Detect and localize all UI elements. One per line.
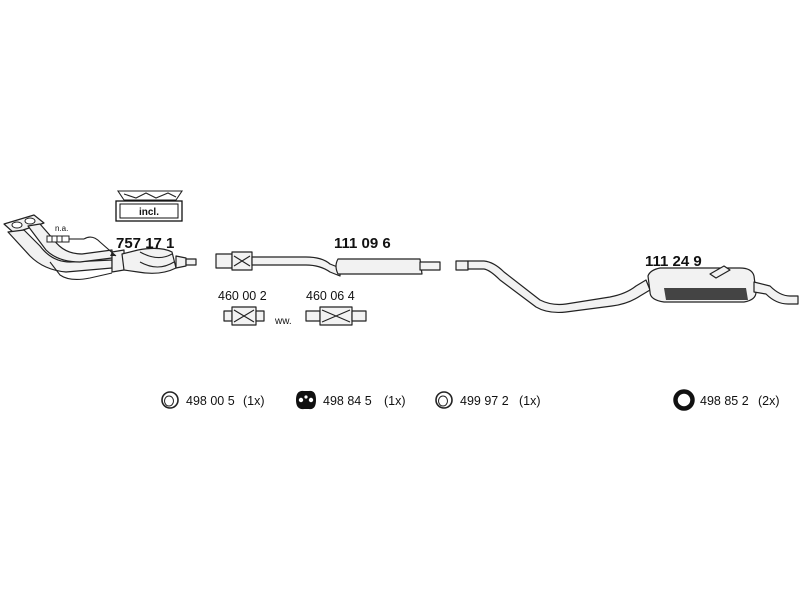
accessory-2: 498 84 5 (1x) <box>296 390 406 410</box>
manifold-pipe-2 <box>27 223 113 263</box>
alternative-label: ww. <box>274 316 292 327</box>
accessory-number: 498 00 5 <box>186 394 235 408</box>
part-number-757171: 757 17 1 <box>116 235 174 252</box>
accessory-3: 499 97 2 (1x) <box>435 391 541 409</box>
part-number-460002: 460 00 2 <box>218 289 267 303</box>
accessory-qty: (1x) <box>384 394 406 408</box>
middle-silencer <box>335 258 423 275</box>
rear-silencer-group: 111 24 9 <box>455 253 799 314</box>
kit-label: incl. <box>139 207 159 218</box>
rubber-ring-bold-icon <box>673 389 695 411</box>
flex-pipe-b-group: 460 06 4 <box>305 289 367 326</box>
lambda-sensor-icon <box>46 235 117 257</box>
accessory-qty: (2x) <box>758 394 780 408</box>
kit-box-icon: incl. <box>115 190 184 222</box>
accessory-4: 498 85 2 (2x) <box>673 389 780 411</box>
accessory-number: 498 84 5 <box>323 394 372 408</box>
front-pipe-group: 111 09 6 <box>215 235 441 277</box>
accessory-qty: (1x) <box>243 394 265 408</box>
rubber-ring-icon <box>161 391 179 409</box>
catalyst-body <box>121 247 177 274</box>
part-number-460064: 460 06 4 <box>306 289 355 303</box>
part-number-111249: 111 24 9 <box>645 253 702 270</box>
front-pipe <box>251 256 341 277</box>
flex-pipe-a-group: 460 00 2 <box>218 289 267 326</box>
flange-gasket-icon <box>296 390 316 410</box>
rear-silencer-hanger <box>709 265 731 279</box>
accessory-number: 499 97 2 <box>460 394 509 408</box>
rubber-ring-icon <box>435 391 453 409</box>
accessory-qty: (1x) <box>519 394 541 408</box>
part-number-111096: 111 09 6 <box>334 235 391 252</box>
tail-pipe <box>753 281 799 305</box>
rear-pipe-inlet <box>455 260 469 271</box>
manifold-flange <box>3 214 45 234</box>
manifold-bracket <box>111 249 125 273</box>
manifold-catalyst-group: incl. n.a. 757 17 1 <box>3 190 197 281</box>
accessory-1: 498 00 5 (1x) <box>161 391 265 409</box>
not-applicable-note: n.a. <box>55 224 68 233</box>
catalyst-outlet <box>185 258 197 266</box>
accessory-number: 498 85 2 <box>700 394 749 408</box>
rear-pipe <box>467 260 651 314</box>
